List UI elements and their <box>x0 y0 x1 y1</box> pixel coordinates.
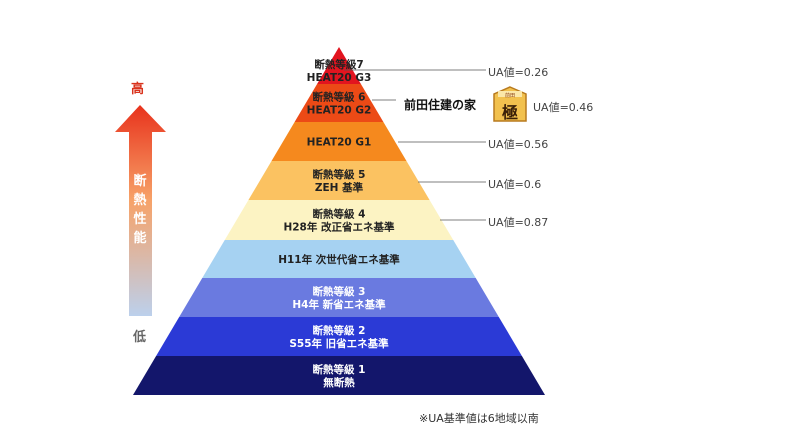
pyramid-level-2-label-2: HEAT20 G2 <box>307 105 372 117</box>
company-badge-caption: 前田 <box>504 93 515 99</box>
pyramid-level-7-label-2: H4年 新省エネ基準 <box>292 298 386 311</box>
pyramid-level-5 <box>224 200 454 240</box>
pyramid-level-8-label-2: S55年 旧省エネ基準 <box>289 337 389 350</box>
pyramid-level-7-label-1: 断熱等級 3 <box>313 285 366 298</box>
axis-high-label: 高 <box>131 82 145 97</box>
pyramid-level-5-label-2: H28年 改正省エネ基準 <box>283 221 395 234</box>
ua-leader-lines <box>344 69 486 221</box>
ua-value-g3: UA値=0.26 <box>488 66 549 79</box>
pyramid-level-4-label-1: 断熱等級 5 <box>313 168 366 181</box>
ua-value-zeh: UA値=0.6 <box>488 178 542 191</box>
pyramid-level-7 <box>179 278 499 317</box>
company-name: 前田住建の家 <box>404 98 477 112</box>
company-badge-icon <box>493 86 527 122</box>
pyramid-level-9-label-2: 無断熱 <box>323 376 355 389</box>
pyramid-level-3-label-1: HEAT20 G1 <box>307 137 372 149</box>
pyramid-level-1-label-1: 断熱等級7 <box>314 58 363 71</box>
pyramid-level-4-label-2: ZEH 基準 <box>315 181 364 194</box>
pyramid-level-8 <box>156 317 522 356</box>
performance-arrow <box>115 105 166 316</box>
ua-value-h28: UA値=0.87 <box>488 216 549 229</box>
pyramid-level-9-label-1: 断熱等級 1 <box>313 363 366 376</box>
pyramid-level-6-label-1: H11年 次世代省エネ基準 <box>278 253 400 266</box>
axis-title: 断熱性能 <box>133 174 147 246</box>
axis-low-label: 低 <box>133 330 147 345</box>
footnote: ※UA基準値は6地域以南 <box>419 412 539 425</box>
company-badge-mark: 極 <box>501 103 518 122</box>
pyramid-level-8-label-1: 断熱等級 2 <box>313 324 366 337</box>
pyramid-level-1 <box>317 47 361 84</box>
pyramid-level-6 <box>202 240 476 278</box>
ua-value-g1: UA値=0.56 <box>488 138 549 151</box>
ua-value-g2: UA値=0.46 <box>533 101 594 114</box>
pyramid-level-5-label-1: 断熱等級 4 <box>313 208 366 221</box>
pyramid-level-3 <box>271 122 407 161</box>
pyramid-level-1-label-2: HEAT20 G3 <box>307 72 372 84</box>
pyramid-level-9 <box>133 356 545 395</box>
pyramid-level-4 <box>248 161 430 200</box>
pyramid-level-2 <box>294 84 384 122</box>
pyramid-level-2-label-1: 断熱等級 6 <box>313 91 366 104</box>
